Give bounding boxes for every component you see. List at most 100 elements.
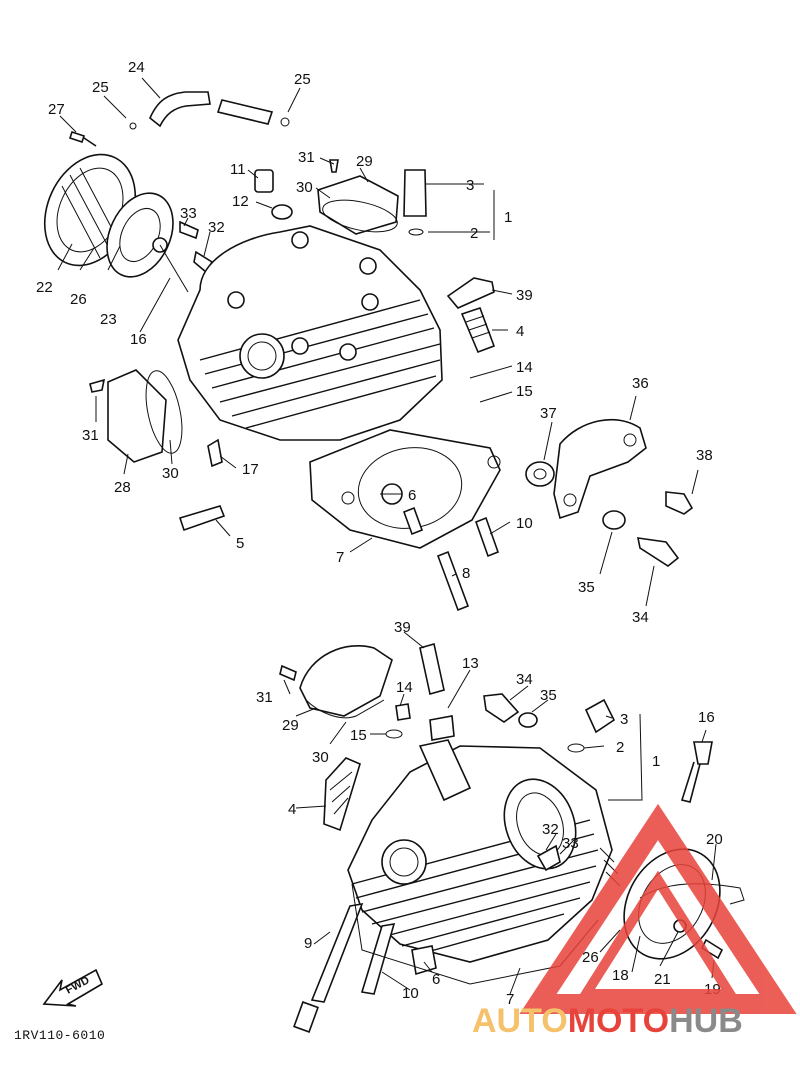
- leader-lines: [57, 77, 717, 995]
- callout: 9: [304, 935, 312, 952]
- bolt-38: [665, 491, 694, 515]
- callout: 15: [516, 383, 533, 400]
- callout: 30: [162, 465, 179, 482]
- callout: 35: [540, 687, 557, 704]
- callout: 11: [230, 161, 246, 178]
- cover-28: [107, 369, 167, 463]
- callout: 22: [36, 279, 53, 296]
- insulator-4-bottom: [323, 757, 361, 832]
- callout: 20: [706, 831, 723, 848]
- callout: 24: [128, 59, 145, 76]
- bolt-34: [636, 537, 680, 567]
- bracket-36: [553, 419, 647, 520]
- clip-left: [129, 122, 137, 130]
- callout: 10: [516, 515, 533, 532]
- top-assembly: [43, 91, 694, 612]
- callout: 10: [402, 985, 419, 1002]
- callout: 25: [92, 79, 109, 96]
- callout: 17: [242, 461, 259, 478]
- cover-29-bottom: [299, 645, 393, 717]
- stud-8: [436, 550, 470, 612]
- callout: 6: [408, 487, 416, 504]
- breather-hose: [149, 91, 211, 128]
- valve-guide-3-bottom: [584, 698, 616, 734]
- callout: 28: [114, 479, 131, 496]
- callout: 14: [516, 359, 533, 376]
- part-code: 1RV110-6010: [14, 1028, 106, 1043]
- callout: 12: [232, 193, 249, 210]
- pipe: [216, 99, 274, 125]
- callout: 26: [70, 291, 87, 308]
- bolt-19: [700, 938, 724, 960]
- bolt-34-bottom: [483, 693, 520, 723]
- callout: 29: [282, 717, 299, 734]
- callout: 18: [612, 967, 629, 984]
- oring-12: [271, 204, 293, 220]
- insulator-4: [460, 306, 496, 354]
- callout: 4: [288, 801, 296, 818]
- bolt-16-bottom: [680, 741, 713, 803]
- callout: 32: [208, 219, 225, 236]
- washer-35-bottom: [518, 712, 538, 728]
- callout: 19: [704, 981, 721, 998]
- callout: 6: [432, 971, 440, 988]
- callout: 21: [654, 971, 671, 988]
- callout: 1: [652, 753, 660, 770]
- callout: 31: [256, 689, 273, 706]
- callout: 25: [294, 71, 311, 88]
- callout: 1: [504, 209, 512, 226]
- callout: 2: [616, 739, 624, 756]
- bolt-31-left: [89, 378, 106, 393]
- fwd-arrow: FWD: [42, 968, 104, 1007]
- callout: 26: [582, 949, 599, 966]
- callouts-top: 24 25 25 27 31 29 11 12 30 3 1 2 33 32 2…: [36, 59, 713, 626]
- callout: 23: [100, 311, 117, 328]
- callout: 39: [394, 619, 411, 636]
- spacer-37: [525, 461, 555, 487]
- callout: 34: [632, 609, 649, 626]
- dowel-6-bottom: [411, 945, 437, 976]
- callout: 7: [336, 549, 344, 566]
- spark-plug-bottom: [419, 642, 445, 696]
- callout: 8: [462, 565, 470, 582]
- clip-right: [280, 117, 290, 127]
- callout: 4: [516, 323, 524, 340]
- callout: 31: [82, 427, 99, 444]
- stud-17: [207, 438, 223, 468]
- cap-11: [254, 169, 274, 193]
- callout: 38: [696, 447, 713, 464]
- callout: 36: [632, 375, 649, 392]
- cylinder-head-rear: [177, 225, 443, 441]
- callout: 2: [470, 225, 478, 242]
- callout: 30: [312, 749, 329, 766]
- valve-guide-3: [403, 169, 427, 217]
- screw-21: [673, 919, 687, 933]
- callout: 39: [516, 287, 533, 304]
- washer-35: [602, 510, 626, 530]
- cap-14: [395, 703, 411, 721]
- nut-13: [429, 715, 455, 741]
- bolt-31-bottom: [279, 664, 297, 682]
- callout: 16: [698, 709, 715, 726]
- bolt-27: [68, 130, 97, 147]
- stud-9: [310, 902, 364, 1003]
- callout: 34: [516, 671, 533, 688]
- stud-10: [474, 516, 500, 558]
- callout: 13: [462, 655, 479, 672]
- callout: 14: [396, 679, 413, 696]
- cover-29: [317, 175, 399, 235]
- callout: 31: [298, 149, 315, 166]
- callout: 3: [620, 711, 628, 728]
- callout: 5: [236, 535, 244, 552]
- bolt-33: [179, 220, 199, 240]
- callout: 33: [180, 205, 197, 222]
- pin-5: [178, 505, 226, 532]
- callout: 37: [540, 405, 557, 422]
- callout: 27: [48, 101, 65, 118]
- callout: 30: [296, 179, 313, 196]
- bolt-31: [329, 159, 339, 173]
- callout: 33: [562, 835, 579, 852]
- head-gasket: [309, 429, 501, 549]
- gasket-30: [322, 199, 398, 233]
